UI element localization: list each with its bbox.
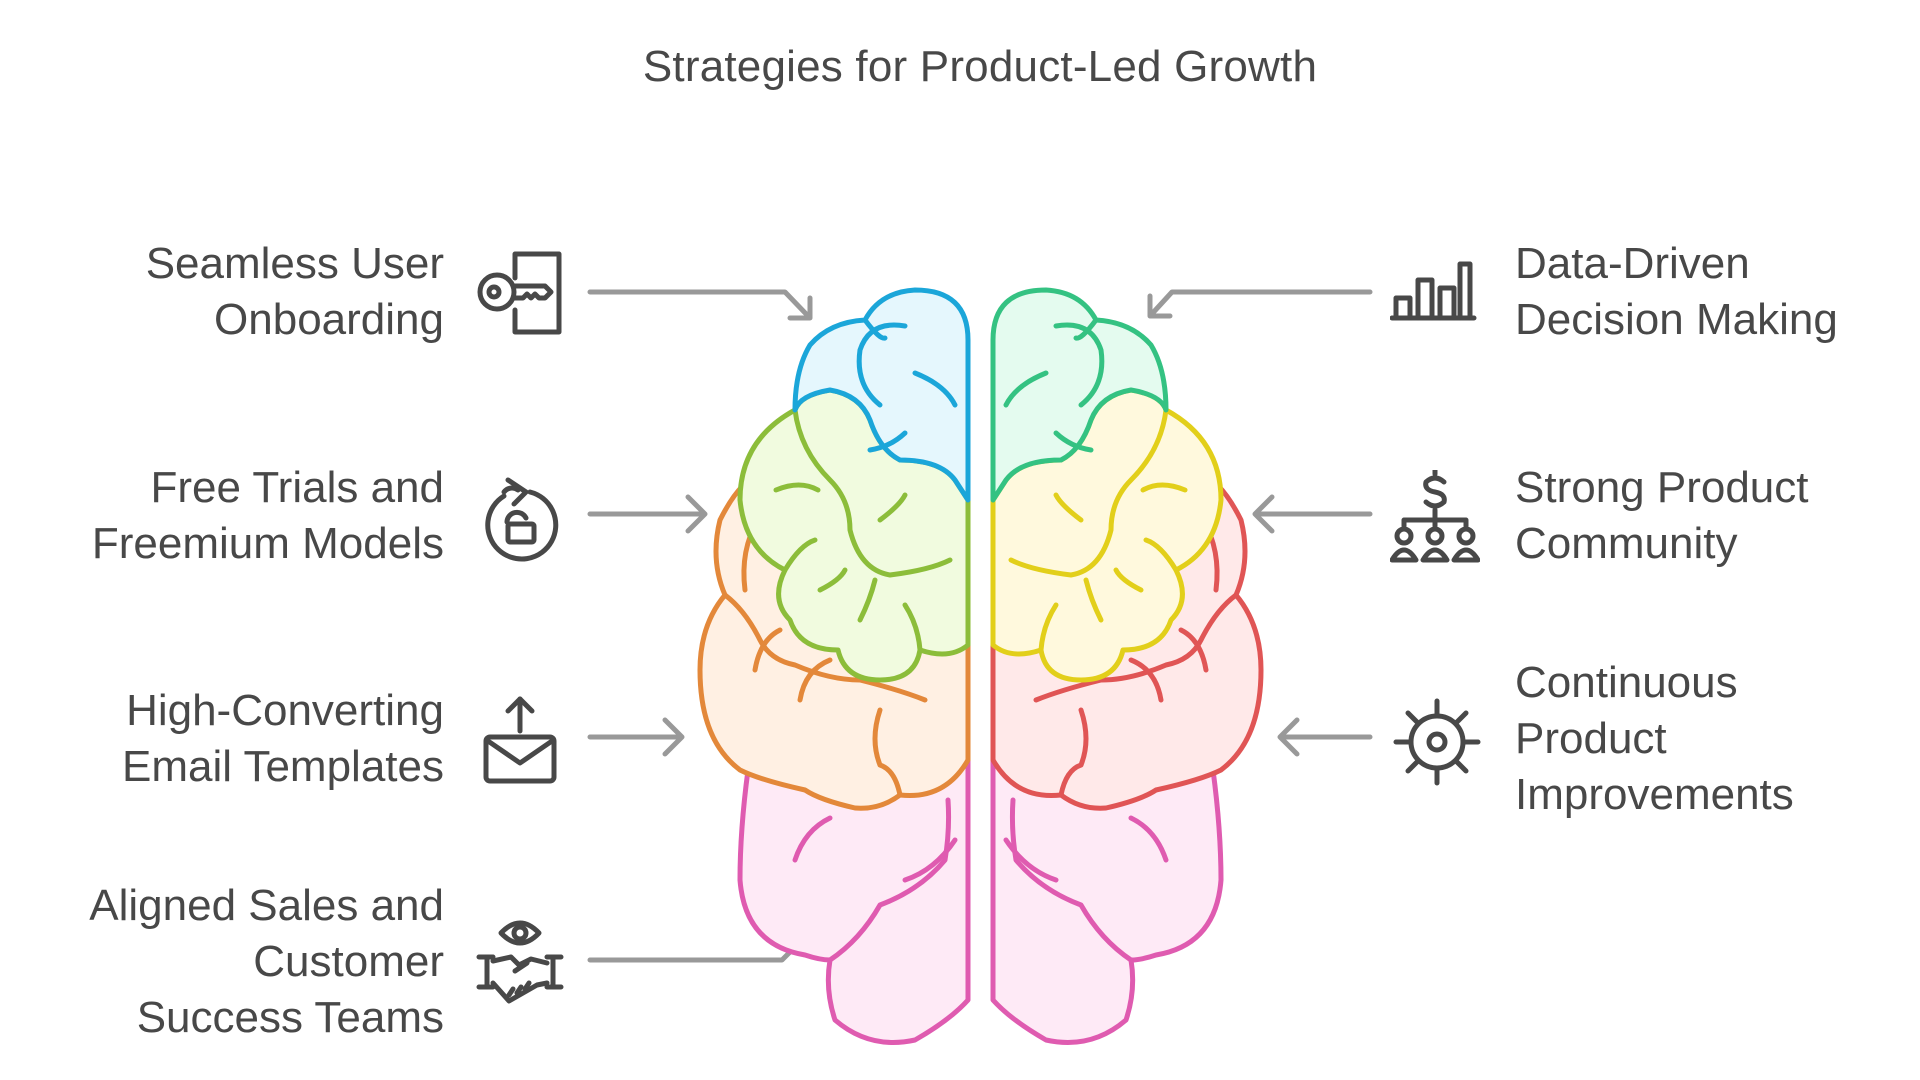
unlock-cycle-icon xyxy=(480,470,560,565)
diagram-title: Strategies for Product-Led Growth xyxy=(642,42,1318,91)
arrow-community xyxy=(1252,494,1373,534)
arrow-data-driven xyxy=(1147,289,1373,319)
label-line: Freemium Models xyxy=(91,519,444,568)
label-strong-product-community: Strong Product Community xyxy=(1515,460,1809,572)
label-high-converting-email: High-Converting Email Templates xyxy=(122,683,444,795)
email-upload-icon xyxy=(480,695,560,785)
label-data-driven-decision: Data-Driven Decision Making xyxy=(1515,236,1838,348)
arrow-free-trials xyxy=(587,494,708,534)
label-seamless-user-onboarding: Seamless User Onboarding xyxy=(146,236,444,348)
label-line: Data-Driven xyxy=(1515,239,1750,288)
label-line: Product xyxy=(1515,714,1667,763)
label-line: Community xyxy=(1515,519,1738,568)
label-line: Success Teams xyxy=(136,993,444,1042)
label-line: Strong Product xyxy=(1515,463,1809,512)
bar-chart-icon xyxy=(1390,258,1478,324)
brain-region-teal-right xyxy=(990,287,1169,503)
arrow-email xyxy=(587,717,685,757)
label-aligned-sales-cs: Aligned Sales and Customer Success Teams xyxy=(89,878,444,1046)
label-line: Email Templates xyxy=(122,742,444,791)
handshake-eye-icon xyxy=(475,915,565,1005)
label-free-trials-freemium: Free Trials and Freemium Models xyxy=(92,460,444,572)
label-line: Continuous xyxy=(1515,658,1738,707)
label-line: Seamless User xyxy=(145,239,444,288)
arrow-improvements xyxy=(1277,717,1373,757)
label-continuous-improvements: Continuous Product Improvements xyxy=(1515,655,1794,823)
gear-sun-icon xyxy=(1392,697,1482,787)
brain-region-blue-left xyxy=(792,287,971,503)
arrow-onboarding xyxy=(587,289,813,321)
dollar-network-icon xyxy=(1390,470,1480,565)
label-line: Free Trials and xyxy=(150,463,444,512)
label-line: Aligned Sales and xyxy=(89,881,444,930)
label-line: Onboarding xyxy=(214,295,444,344)
label-line: Customer xyxy=(253,937,444,986)
label-line: Improvements xyxy=(1515,770,1794,819)
key-door-icon xyxy=(475,248,565,338)
label-line: High-Converting xyxy=(126,686,444,735)
label-line: Decision Making xyxy=(1515,295,1838,344)
